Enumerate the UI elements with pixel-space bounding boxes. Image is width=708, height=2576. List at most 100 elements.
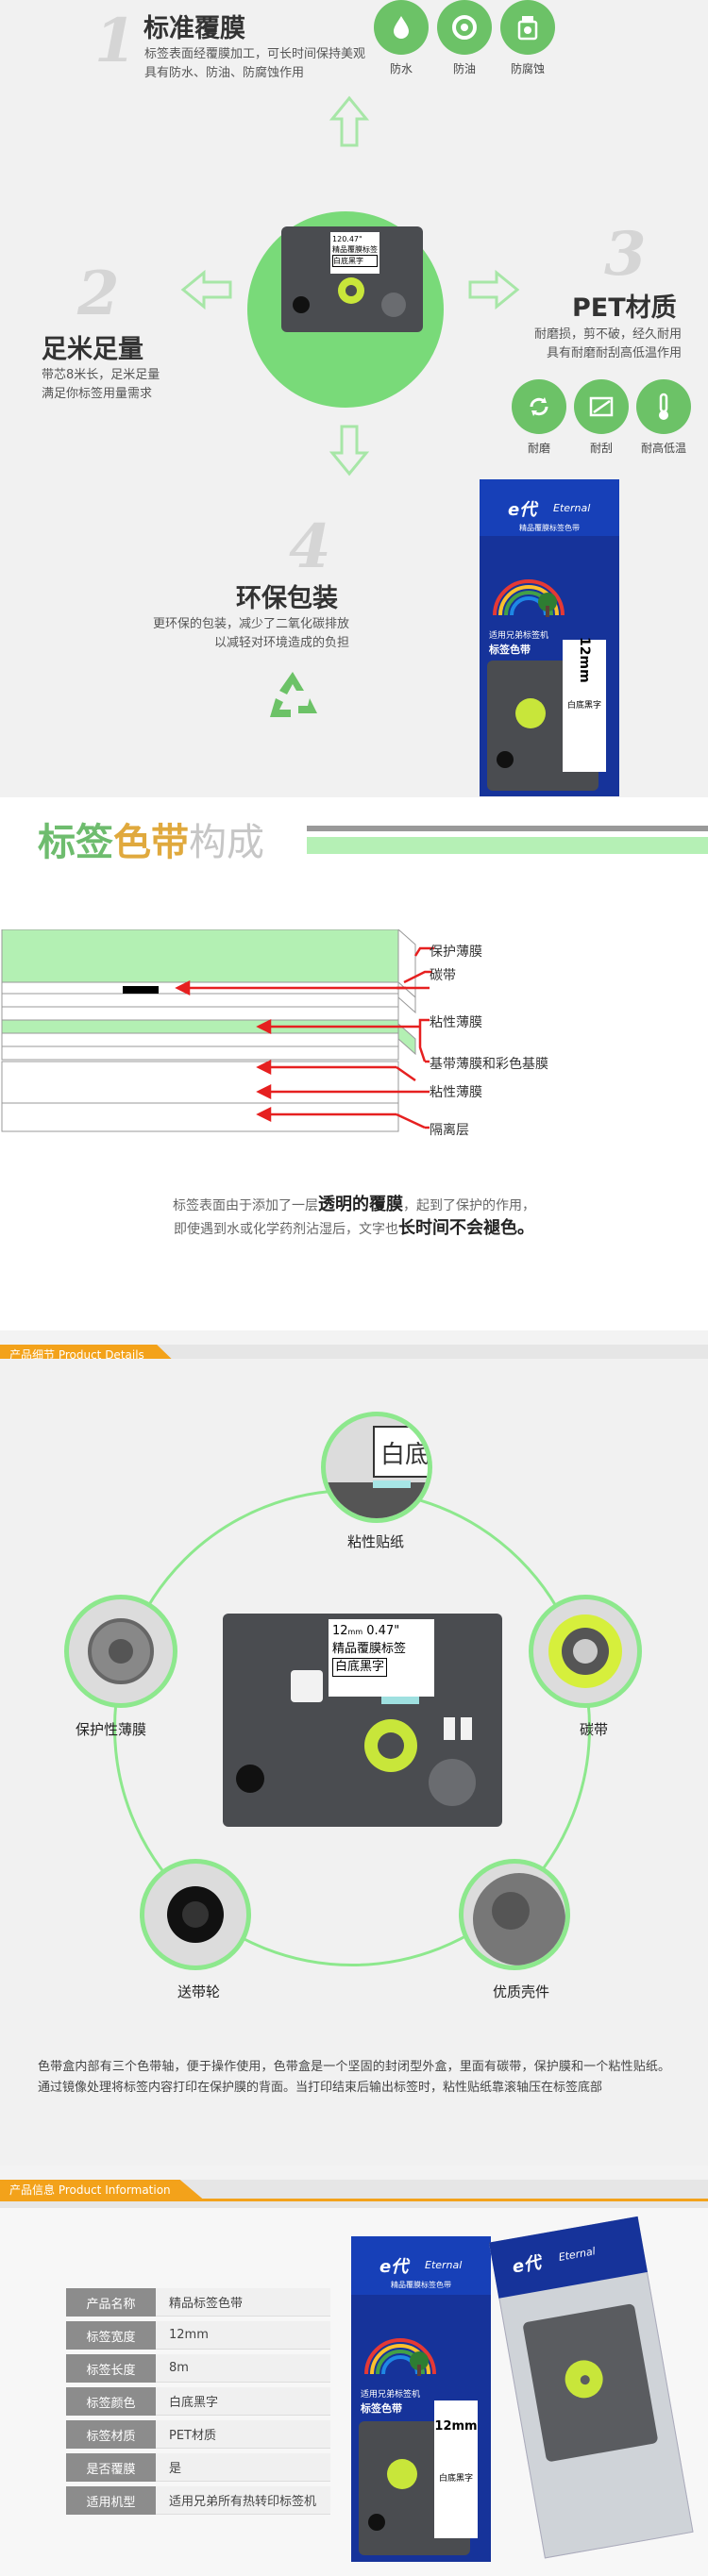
tape-cassette-large: 12mm 0.47" 精品覆膜标签 白底黑字 — [223, 1614, 502, 1827]
recycle-icon — [270, 672, 317, 717]
tape-cassette-small: 120.47" 精品覆膜标签 白底黑字 — [281, 226, 423, 332]
detail-circle-left — [64, 1595, 177, 1708]
scratch-resistant-label: 耐刮 — [589, 442, 613, 455]
package-side-label: 12mm 白底黑字 — [563, 637, 606, 772]
info-row-value: PET材质 — [156, 2420, 330, 2449]
water-drop-icon — [394, 16, 409, 39]
info-row-value: 12mm — [156, 2321, 330, 2350]
info-row-key: 标签颜色 — [66, 2387, 156, 2416]
arrow-right-icon — [468, 269, 520, 310]
layer-label-adhesive-1: 粘性薄膜 — [430, 1015, 482, 1030]
scratch-resistant-badge — [574, 379, 629, 434]
feature-1-title: 标准覆膜 — [143, 14, 245, 43]
oilproof-label: 防油 — [452, 62, 476, 75]
cassette-label-large: 12mm 0.47" 精品覆膜标签 白底黑字 — [329, 1619, 434, 1697]
features-section: 1 标准覆膜 标签表面经覆膜加工，可长时间保持美观 具有防水、防油、防腐蚀作用 … — [0, 0, 708, 797]
feature-1-desc: 标签表面经覆膜加工，可长时间保持美观 具有防水、防油、防腐蚀作用 — [144, 47, 366, 80]
temperature-label: 耐高低温 — [640, 442, 686, 455]
detail-circle-right — [529, 1595, 642, 1708]
label-adhesive-sticker: 粘性贴纸 — [347, 1533, 405, 1550]
feature-2-title: 足米足量 — [42, 335, 143, 364]
wear-resistant-badge — [512, 379, 566, 434]
info-row-value: 适用兄弟所有热转印标签机 — [156, 2486, 330, 2515]
feature-1-number: 1 — [94, 6, 137, 76]
detail-circle-bottom-left — [140, 1859, 251, 1970]
info-row: 是否覆膜是 — [66, 2453, 330, 2482]
feature-4-number: 4 — [289, 511, 331, 582]
arrow-left-icon — [180, 269, 232, 310]
details-section: 白底 粘性贴纸 保护性薄膜 碳带 12mm 0.47" 精品覆膜标签 白底黑字 — [0, 1359, 708, 2166]
feature-4-desc: 更环保的包装，减少了二氧化碳排放 以减轻对环境造成的负担 — [152, 617, 349, 650]
info-row-key: 标签长度 — [66, 2354, 156, 2383]
feature-3-desc: 耐磨损，剪不破，经久耐用 具有耐磨耐刮高低温作用 — [533, 327, 682, 360]
info-row-key: 标签材质 — [66, 2420, 156, 2449]
package-tagline: 精品覆膜标签色带 — [519, 524, 580, 532]
layer-label-ribbon: 碳带 — [430, 968, 456, 983]
rainbow-tree-icon — [493, 579, 565, 617]
thermometer-icon — [659, 393, 668, 420]
package-brand: e代 — [508, 500, 537, 520]
info-header-bar: 产品信息 Product Information — [0, 2180, 708, 2208]
package-brand-script: Eternal — [553, 502, 591, 514]
anticorrosion-label: 防腐蚀 — [510, 62, 545, 75]
layers-title: 标签色带构成 — [38, 821, 264, 864]
package-kind: 标签色带 — [489, 644, 531, 656]
details-paragraph: 色带盒内部有三个色带轴，便于操作使用，色带盒是一个坚固的封闭型外盒，里面有碳带，… — [38, 2060, 670, 2095]
wear-resistant-label: 耐磨 — [527, 442, 550, 455]
scratch-card-icon — [589, 396, 614, 417]
feature-4-title: 环保包装 — [236, 584, 338, 613]
arrow-down-icon — [329, 425, 370, 477]
feature-3-number: 3 — [604, 219, 647, 290]
layer-label-protective-film: 保护薄膜 — [430, 945, 482, 960]
info-row-key: 产品名称 — [66, 2288, 156, 2317]
layers-description: 标签表面由于添加了一层透明的覆膜，起到了保护的作用， 即使遇到水或化学药剂沾湿后… — [173, 1195, 535, 1238]
package-compat: 适用兄弟标签机 — [489, 631, 549, 641]
cassette-label-small: 120.47" 精品覆膜标签 白底黑字 — [330, 232, 379, 274]
layer-label-adhesive-2: 粘性薄膜 — [430, 1085, 482, 1100]
info-row: 标签颜色白底黑字 — [66, 2387, 330, 2416]
rainbow-tree-icon — [364, 2338, 436, 2376]
info-row-key: 是否覆膜 — [66, 2453, 156, 2482]
feature-3-title: PET材质 — [572, 293, 677, 323]
waterproof-badge — [374, 0, 429, 55]
chemical-bottle-icon — [517, 16, 538, 41]
label-feed-roller: 送带轮 — [177, 1983, 221, 2000]
temperature-badge — [636, 379, 691, 434]
info-package-front: e代 Eternal 精品覆膜标签色带 适用兄弟标签机 标签色带 12mm 白底… — [351, 2236, 491, 2562]
layer-side-view — [1, 929, 434, 1132]
feature-2-number: 2 — [77, 259, 120, 329]
oilproof-badge — [437, 0, 492, 55]
info-row-value: 是 — [156, 2453, 330, 2482]
info-header: 产品信息 Product Information — [0, 2180, 205, 2200]
info-row-value: 8m — [156, 2354, 330, 2383]
layer-label-release-liner: 隔离层 — [430, 1123, 469, 1138]
info-row-key: 适用机型 — [66, 2486, 156, 2515]
recycle-arrows-icon — [530, 397, 548, 416]
info-row-value: 白底黑字 — [156, 2387, 330, 2416]
arrow-up-icon — [329, 95, 370, 147]
info-row-value: 精品标签色带 — [156, 2288, 330, 2317]
cassette-spool-small — [338, 277, 364, 304]
info-row: 产品名称精品标签色带 — [66, 2288, 330, 2317]
layers-section: 标签色带构成 — [0, 797, 708, 1330]
layer-diagram — [1, 929, 399, 1061]
product-package: e代 Eternal 精品覆膜标签色带 适用兄弟标签机 标签色带 12mm 白底… — [480, 479, 619, 796]
detail-circle-bottom-right — [459, 1859, 570, 1970]
waterproof-label: 防水 — [389, 62, 413, 75]
layer-label-base-film: 基带薄膜和彩色基膜 — [430, 1057, 548, 1072]
label-ribbon: 碳带 — [580, 1721, 609, 1738]
anticorrosion-badge — [500, 0, 555, 55]
detail-circle-top: 白底 — [321, 1412, 432, 1523]
oil-ring-icon — [452, 15, 477, 40]
info-row-key: 标签宽度 — [66, 2321, 156, 2350]
info-row: 适用机型适用兄弟所有热转印标签机 — [66, 2486, 330, 2515]
label-protective-film: 保护性薄膜 — [76, 1721, 147, 1738]
feature-2-desc: 带芯8米长，足米足量 满足你标签用量需求 — [42, 368, 160, 401]
info-package-back: e代 Eternal — [470, 2213, 708, 2576]
